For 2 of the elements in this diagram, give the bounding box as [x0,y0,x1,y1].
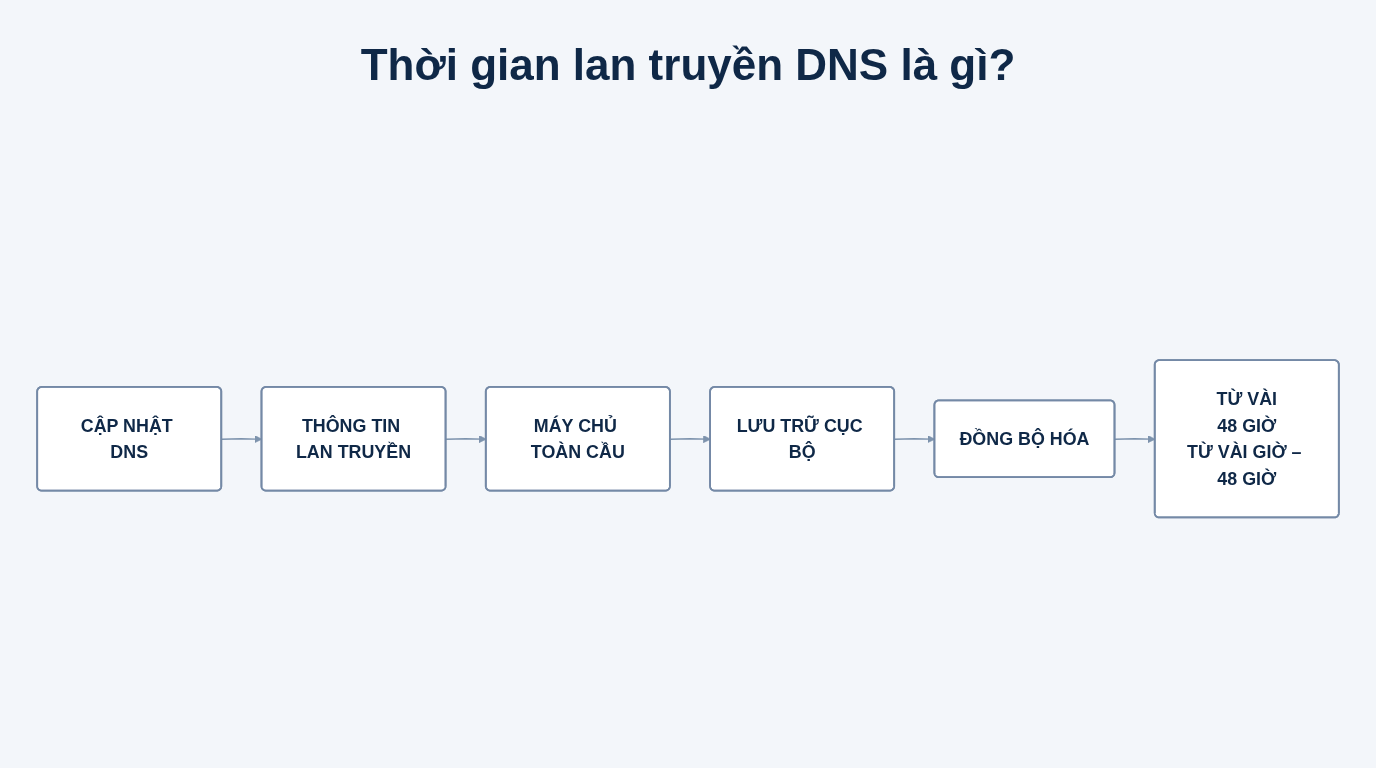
diagram-title: Thời gian lan truyền DNS là gì? [359,40,1017,90]
arrow [669,435,711,444]
